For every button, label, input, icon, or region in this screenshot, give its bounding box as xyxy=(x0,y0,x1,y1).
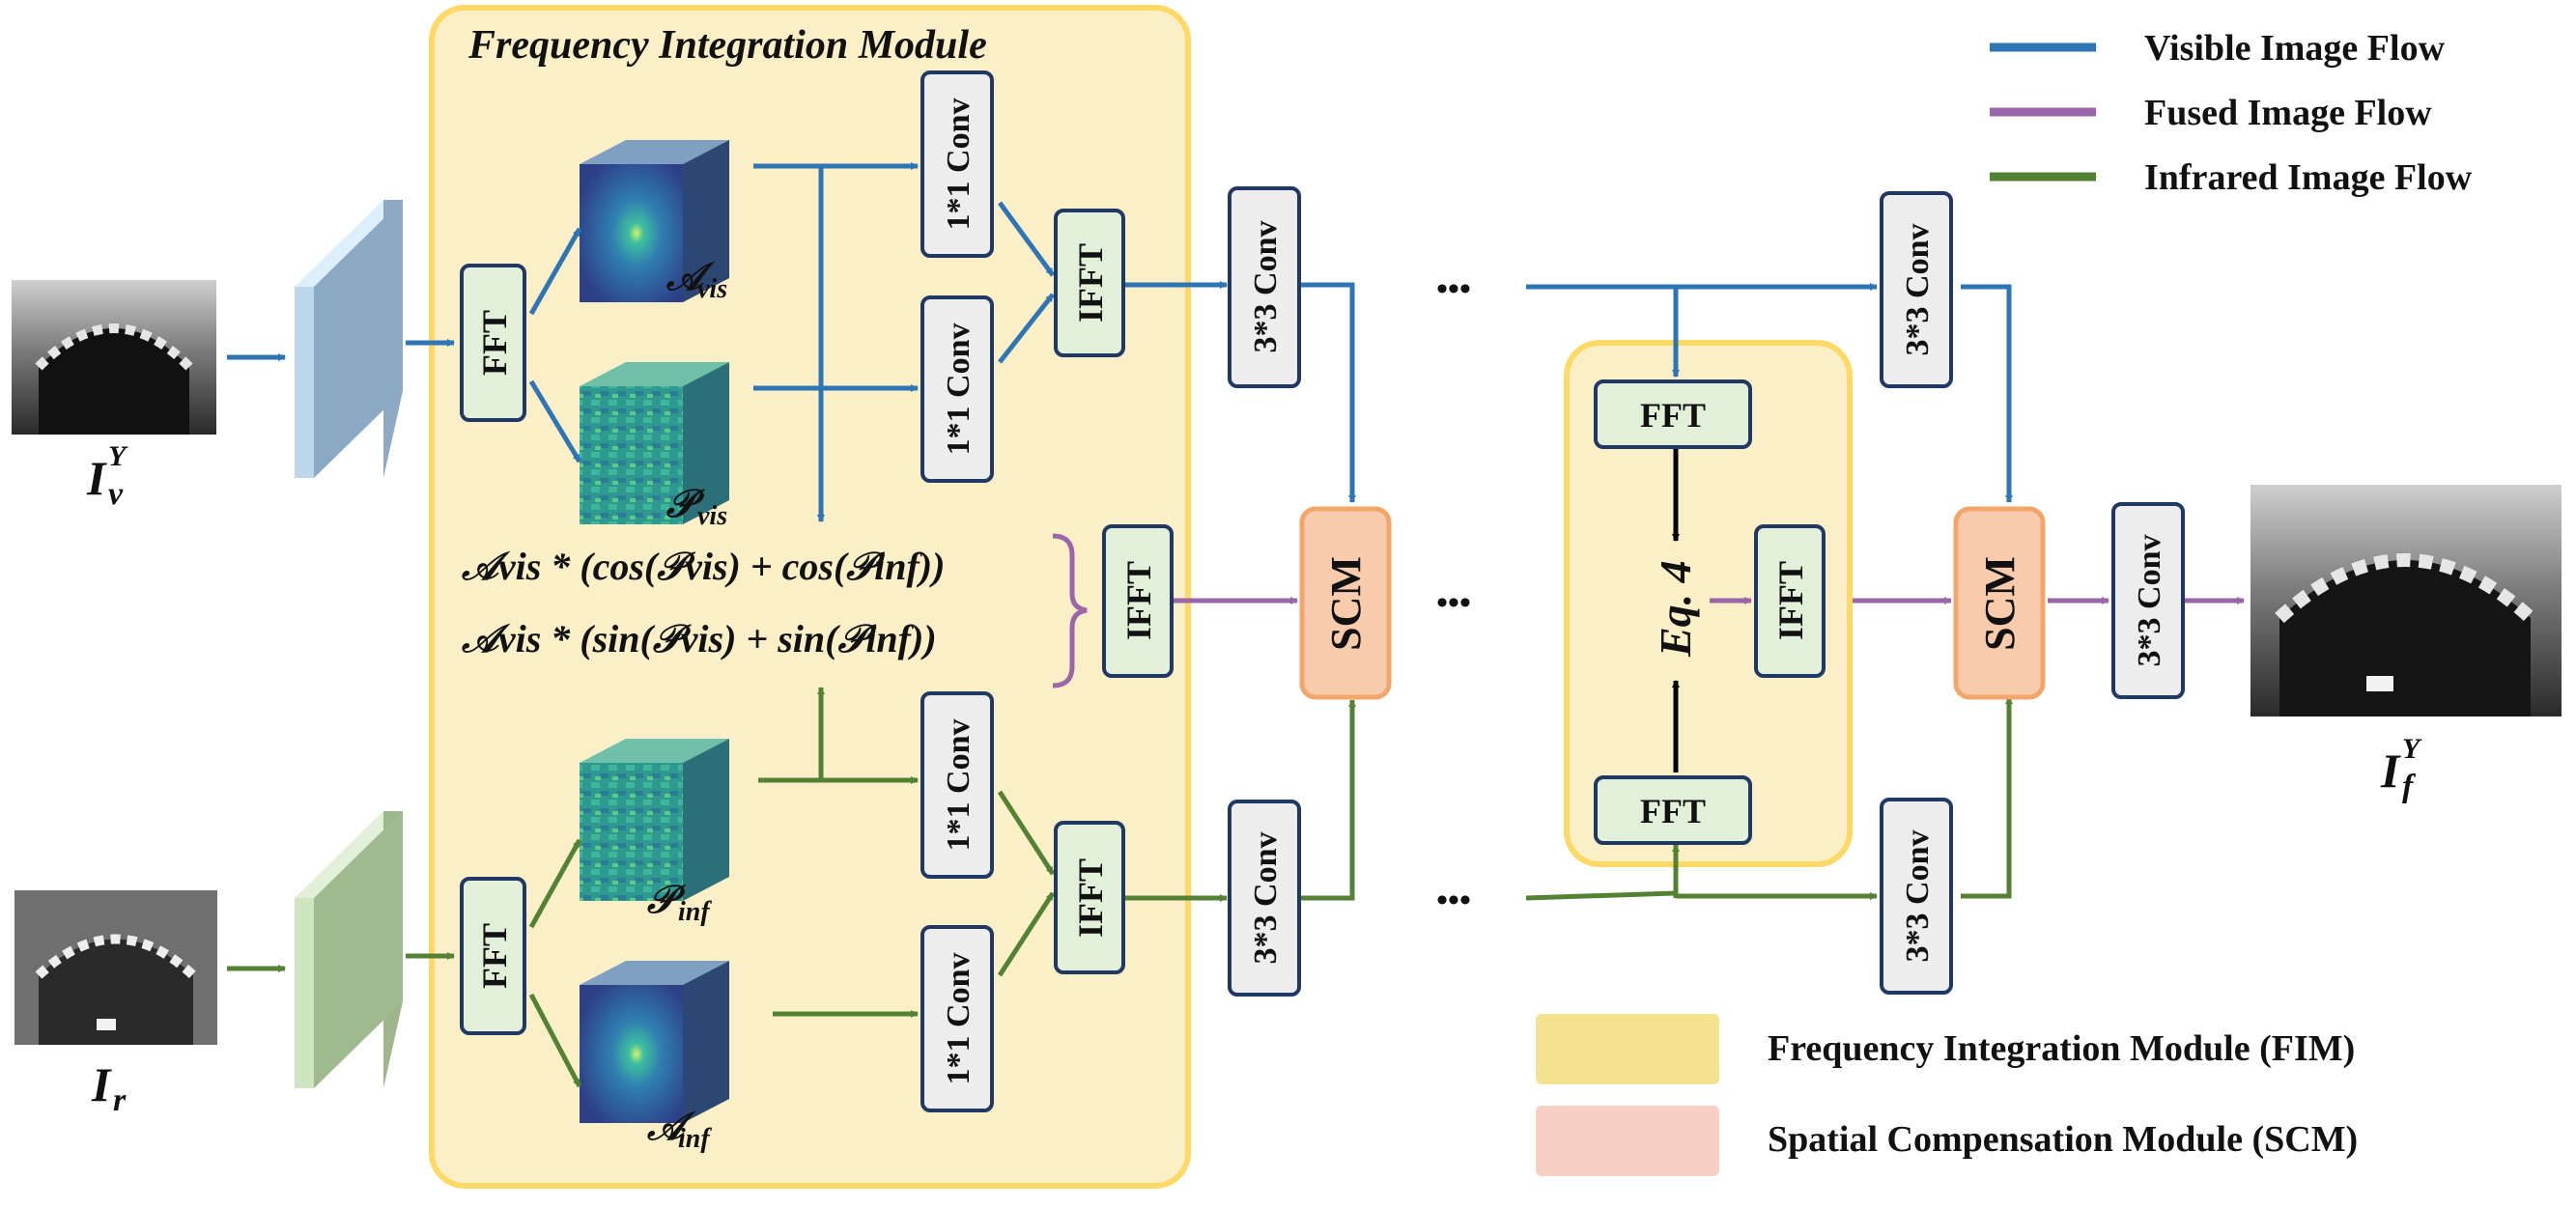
scm-block-1: SCM xyxy=(1299,506,1392,700)
infrared-flow-arrows xyxy=(227,687,2013,1088)
equation-brace xyxy=(1052,533,1088,688)
svg-text:r: r xyxy=(113,1082,127,1118)
visible-input-image xyxy=(12,280,216,435)
infrared-input-image xyxy=(14,890,217,1045)
svg-text:FFT: FFT xyxy=(1640,396,1706,435)
svg-text:FFT: FFT xyxy=(1640,792,1706,830)
svg-text:IFFT: IFFT xyxy=(1071,858,1110,938)
legend-visible-label: Visible Image Flow xyxy=(2144,28,2446,69)
conv3x3-block-output: 3*3 Conv xyxy=(2111,502,2185,699)
svg-text:1*1 Conv: 1*1 Conv xyxy=(941,323,977,456)
svg-text:3*3 Conv: 3*3 Conv xyxy=(1900,224,1936,356)
fim-title: Frequency Integration Module xyxy=(467,23,987,68)
svg-text:FFT: FFT xyxy=(475,923,514,989)
conv1x1-block-a-vis: 1*1 Conv xyxy=(920,70,994,258)
ifft-block-visible: IFFT xyxy=(1054,209,1125,357)
legend-scm-swatch xyxy=(1536,1106,1719,1176)
fft-block-visible: FFT xyxy=(460,264,526,422)
svg-text:1*1 Conv: 1*1 Conv xyxy=(941,953,977,1085)
equation-sin: 𝒜vis * (sin(𝒫vis) + sin(𝒫inf)) xyxy=(461,617,937,660)
svg-text:SCM: SCM xyxy=(1322,556,1370,651)
ifft-block-fused: IFFT xyxy=(1102,524,1174,678)
conv3x3-block-visible-2: 3*3 Conv xyxy=(1880,191,1953,388)
svg-text:v: v xyxy=(108,476,124,512)
label-a-inf: 𝒜 inf xyxy=(646,1105,712,1154)
svg-text:3*3 Conv: 3*3 Conv xyxy=(1248,221,1284,353)
phase-inf-map xyxy=(580,739,729,901)
fft-block-infrared: FFT xyxy=(460,877,526,1035)
svg-text:Y: Y xyxy=(2402,733,2422,765)
legend-fused-label: Fused Image Flow xyxy=(2144,93,2432,133)
svg-text:vis: vis xyxy=(697,274,727,304)
svg-text:FFT: FFT xyxy=(475,310,514,376)
svg-text:vis: vis xyxy=(697,501,727,531)
amplitude-vis-map xyxy=(580,140,729,302)
label-iv: I v Y xyxy=(86,440,128,512)
svg-text:IFFT: IFFT xyxy=(1119,561,1158,640)
svg-text:3*3 Conv: 3*3 Conv xyxy=(1900,830,1936,963)
infrared-feature-map xyxy=(295,811,403,1088)
conv1x1-block-p-vis: 1*1 Conv xyxy=(920,295,994,483)
label-ir: I r xyxy=(91,1057,127,1118)
label-p-vis: 𝒫 vis xyxy=(666,482,727,531)
svg-text:I: I xyxy=(2380,744,2401,798)
legend-fim-swatch xyxy=(1536,1014,1719,1084)
svg-text:Y: Y xyxy=(108,440,128,472)
svg-text:f: f xyxy=(2402,769,2417,804)
fft-block-eq4-bottom: FFT xyxy=(1594,775,1752,845)
legend-fim-label: Frequency Integration Module (FIM) xyxy=(1768,1028,2355,1069)
svg-text:3*3 Conv: 3*3 Conv xyxy=(2132,535,2167,667)
conv3x3-block-visible-1: 3*3 Conv xyxy=(1228,186,1301,388)
svg-text:IFFT: IFFT xyxy=(1071,243,1110,323)
ellipsis-fused: ••• xyxy=(1436,585,1471,621)
svg-text:IFFT: IFFT xyxy=(1771,561,1810,640)
ellipsis-infrared: ••• xyxy=(1436,883,1471,918)
visible-feature-map xyxy=(295,200,403,478)
amplitude-inf-map xyxy=(580,961,729,1123)
equation-cos: 𝒜vis * (cos(𝒫vis) + cos(𝒫inf)) xyxy=(461,545,945,588)
svg-text:3*3 Conv: 3*3 Conv xyxy=(1248,832,1284,965)
conv1x1-block-p-inf: 1*1 Conv xyxy=(920,691,994,879)
eq4-label: Eq. 4 xyxy=(1651,560,1700,658)
legend-infrared-label: Infrared Image Flow xyxy=(2144,157,2473,198)
legend-scm-label: Spatial Compensation Module (SCM) xyxy=(1768,1119,2358,1160)
phase-vis-map xyxy=(580,362,729,524)
scm-block-2: SCM xyxy=(1953,506,2046,700)
svg-text:1*1 Conv: 1*1 Conv xyxy=(941,98,977,231)
svg-text:SCM: SCM xyxy=(1976,556,2024,651)
svg-text:I: I xyxy=(86,451,107,505)
conv3x3-block-infrared-2: 3*3 Conv xyxy=(1880,798,1953,995)
ifft-block-eq4: IFFT xyxy=(1754,524,1826,678)
svg-text:I: I xyxy=(91,1057,112,1111)
svg-text:inf: inf xyxy=(678,897,712,927)
fft-block-eq4-top: FFT xyxy=(1594,379,1752,449)
svg-text:inf: inf xyxy=(678,1124,712,1154)
conv1x1-block-a-inf: 1*1 Conv xyxy=(920,925,994,1112)
ifft-block-infrared: IFFT xyxy=(1054,821,1125,974)
conv3x3-block-infrared-1: 3*3 Conv xyxy=(1228,800,1301,997)
fused-output-image xyxy=(2250,485,2562,716)
fim-container-2 xyxy=(1564,340,1853,867)
svg-text:1*1 Conv: 1*1 Conv xyxy=(941,719,977,852)
label-if: I f Y xyxy=(2380,733,2422,804)
ellipsis-visible: ••• xyxy=(1436,271,1471,307)
fim2-inner-arrows xyxy=(1672,287,1752,898)
